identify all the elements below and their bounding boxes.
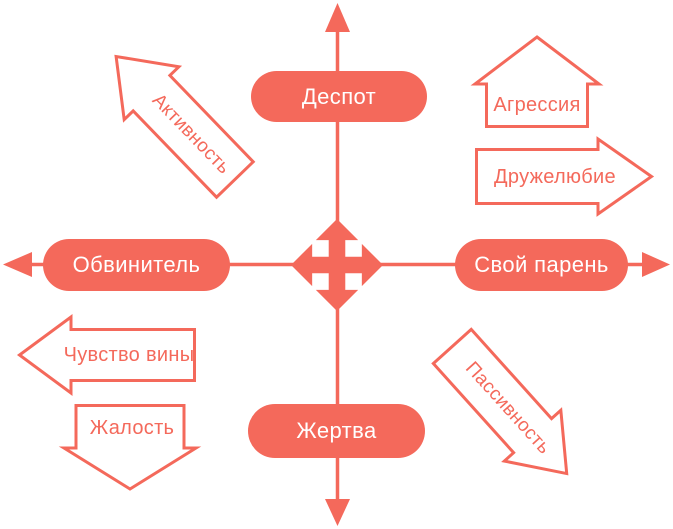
axis-arrowhead-right-icon: [642, 252, 670, 277]
axis-arrowhead-up-icon: [325, 3, 350, 32]
arrow-pity-label: Жалость: [90, 417, 175, 439]
arrow-up-left-icon: [114, 54, 256, 200]
node-despot: Деспот: [251, 71, 427, 122]
arrow-guilt-label: Чувство вины: [64, 344, 195, 366]
arrow-down-right-icon: [431, 327, 569, 476]
arrow-down-icon: [58, 404, 202, 491]
node-good-guy: Свой парень: [455, 239, 628, 291]
arrow-aggression: Агрессия: [470, 35, 604, 128]
arrow-friendliness-label: Дружелюбие: [494, 166, 616, 188]
node-good-guy-label: Свой парень: [474, 252, 609, 277]
node-victim: Жертва: [248, 404, 425, 458]
arrow-up-icon: [470, 35, 604, 128]
arrow-aggression-label: Агрессия: [493, 94, 580, 116]
node-victim-label: Жертва: [296, 418, 377, 443]
arrow-friendliness: Дружелюбие: [475, 136, 655, 217]
axis-arrowhead-down-icon: [325, 499, 350, 526]
node-accuser-label: Обвинитель: [72, 252, 201, 277]
node-despot-label: Деспот: [301, 83, 377, 109]
move-icon: [291, 219, 383, 311]
arrow-left-icon: [16, 314, 196, 396]
axis-arrowhead-left-icon: [3, 252, 32, 277]
arrow-guilt: Чувство вины: [16, 314, 196, 396]
arrow-pity: Жалость: [58, 404, 202, 491]
arrow-right-icon: [475, 136, 655, 217]
node-accuser: Обвинитель: [43, 239, 230, 291]
